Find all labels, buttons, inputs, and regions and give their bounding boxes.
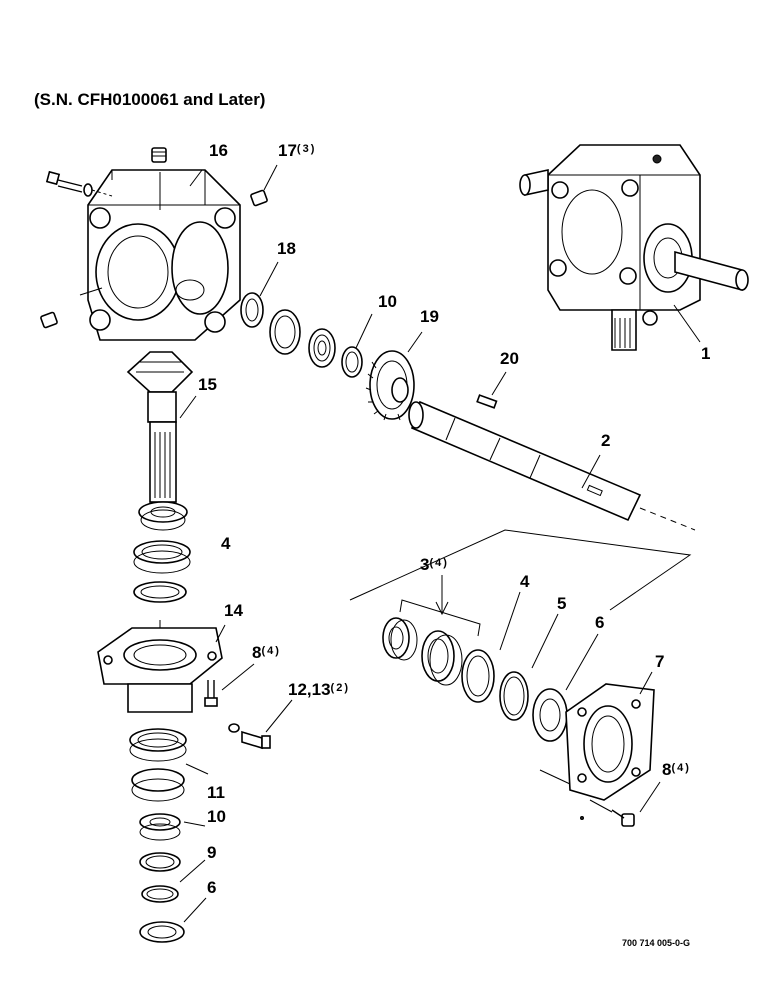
assembled-gearbox [519,144,749,351]
callout-16: 16 [209,141,228,160]
snap-ring-9 [141,859,206,903]
leader-lines [179,164,701,489]
callout-1: 1 [701,344,711,363]
shim-4-vertical [133,581,187,603]
bearing-cone-upper [138,501,188,531]
diagram-title: (S.N. CFH0100061 and Later) [34,90,266,109]
bevel-gear-19 [365,350,415,421]
gearbox-housing [87,169,241,341]
shaft-2 [408,400,696,531]
callout-19: 19 [420,307,439,326]
debris-dot [580,816,584,820]
bolt-and-washer [45,170,113,296]
bearing-cup-3 [421,630,463,686]
callout-6-lower: 6 [207,878,217,897]
callout-17: 17(3) [278,141,317,160]
bolt-12-washer-13 [228,699,293,750]
callout-3: 3(4) [420,555,449,574]
callout-4-vertical: 4 [221,534,231,553]
bolt-8-vertical [204,663,255,707]
bearing-cup [269,309,301,355]
pinion-15 [126,351,194,503]
spacer-11 [131,763,209,802]
bearing-cup-lower [129,728,187,762]
callout-15: 15 [198,375,217,394]
callout-5: 5 [557,594,567,613]
callout-14: 14 [224,601,243,620]
callout-8-vertical: 8(4) [252,643,281,662]
snap-ring-5 [499,613,559,721]
shim-4-horizontal [461,591,521,703]
component-kit-frame [349,529,692,637]
bolt-8-horizontal [589,781,661,827]
callout-11: 11 [207,783,225,802]
pipe-plug [40,189,268,329]
callout-2: 2 [601,431,611,450]
bearing-cap-7 [539,671,655,801]
callout-18: 18 [277,239,296,258]
vent-plug [151,147,167,163]
callout-7: 7 [655,652,665,671]
seal-6-lower [139,897,207,943]
document-id: 700 714 005-0-G [622,938,691,948]
key-20 [476,394,498,409]
callout-12-13: 12,13(2) [288,680,350,699]
callout-4-horizontal: 4 [520,572,530,591]
seal-18 [240,292,264,328]
shim-10-lower [139,852,181,872]
bearing-cone-3 [382,617,418,661]
bearing-cup-upper [133,540,191,574]
callout-10-lower: 10 [207,807,226,826]
callout-8-horizontal: 8(4) [662,760,691,779]
callout-6-horizontal: 6 [595,613,605,632]
bearing-cone-lower [139,813,206,841]
bearing-housing-14 [97,620,226,713]
callout-10-upper: 10 [378,292,397,311]
shim-10 [341,346,363,378]
callout-20: 20 [500,349,519,368]
seal-6-horizontal [532,633,599,742]
callout-9: 9 [207,843,217,862]
bearing-cone [308,328,336,368]
